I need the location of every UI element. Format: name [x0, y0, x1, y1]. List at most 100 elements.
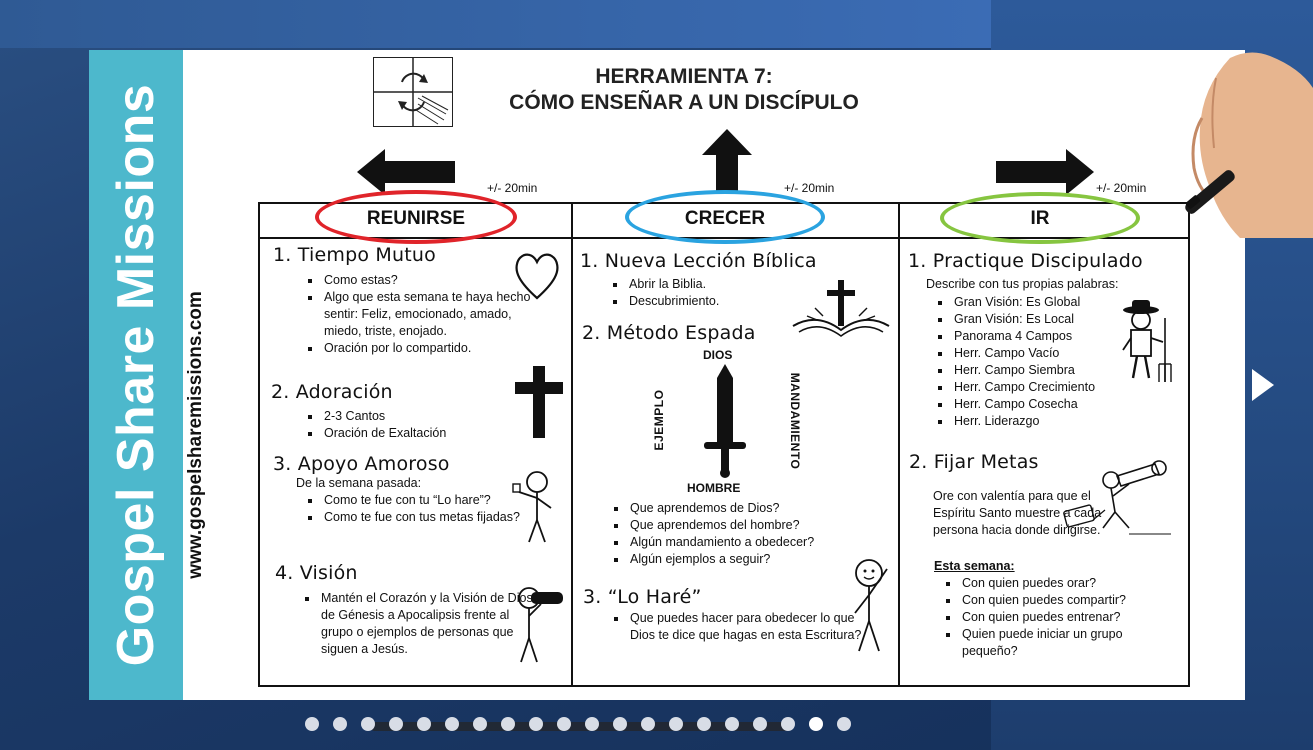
- brand-band: Gospel Share Missions: [89, 50, 183, 700]
- carousel-dot[interactable]: [585, 717, 599, 731]
- list-item: Oración de Exaltación: [322, 425, 522, 442]
- section-title: 2. Adoración: [271, 381, 393, 403]
- column-heading-reunirse: REUNIRSE: [366, 208, 466, 229]
- section-title: 3. “Lo Haré”: [583, 586, 702, 608]
- list-item: Como estas?: [322, 272, 540, 289]
- background-top: [0, 0, 991, 48]
- sword-label-bottom: HOMBRE: [687, 481, 741, 495]
- bullet-list: Mantén el Corazón y la Visión de Dios de…: [294, 590, 537, 658]
- arrow-left-icon: [357, 149, 455, 195]
- bullet-list: Gran Visión: Es Global Gran Visión: Es L…: [927, 294, 1152, 430]
- bullet-list: Como te fue con tu “Lo hare”? Como te fu…: [297, 492, 522, 526]
- list-item: Que puedes hacer para obedecer lo que Di…: [628, 610, 873, 644]
- oval-ir: [940, 192, 1140, 244]
- farmer-pitchfork-icon: [1122, 300, 1172, 382]
- stick-figure-thumbs-up-icon: [512, 471, 552, 543]
- slide-card: Gospel Share Missions www.gospelsharemis…: [89, 50, 1245, 700]
- section-title: 1. Nueva Lección Bíblica: [580, 250, 817, 272]
- section-intro: Describe con tus propias palabras:: [926, 277, 1119, 291]
- sword-icon: [704, 364, 746, 478]
- bullet-list: Con quien puedes orar? Con quien puedes …: [935, 575, 1180, 660]
- list-item: Con quien puedes entrenar?: [960, 609, 1180, 626]
- carousel-dot[interactable]: [305, 717, 319, 731]
- carousel-dot[interactable]: [529, 717, 543, 731]
- arrow-right-icon: [996, 149, 1094, 195]
- list-item: Gran Visión: Es Local: [952, 311, 1152, 328]
- carousel-dot[interactable]: [837, 717, 851, 731]
- carousel-dot[interactable]: [417, 717, 431, 731]
- cross-icon: [515, 366, 563, 438]
- list-item: Que aprendemos del hombre?: [628, 517, 888, 534]
- carousel-scrollbar[interactable]: [370, 722, 790, 731]
- list-item: Descubrimiento.: [627, 293, 827, 310]
- section-title: 3. Apoyo Amoroso: [273, 453, 450, 475]
- carousel-dot[interactable]: [501, 717, 515, 731]
- list-item: Herr. Liderazgo: [952, 413, 1152, 430]
- section-title: 1. Tiempo Mutuo: [273, 244, 436, 266]
- list-item: Algún ejemplos a seguir?: [628, 551, 888, 568]
- section-title: 1. Practique Discipulado: [908, 250, 1143, 272]
- list-item: Que aprendemos de Dios?: [628, 500, 888, 517]
- column-heading-crecer: CRECER: [684, 208, 766, 229]
- list-item: Herr. Campo Siembra: [952, 362, 1152, 379]
- carousel-dot[interactable]: [361, 717, 375, 731]
- list-item: Oración por lo compartido.: [322, 340, 540, 357]
- list-item: Mantén el Corazón y la Visión de Dios de…: [319, 590, 537, 658]
- list-item: 2-3 Cantos: [322, 408, 522, 425]
- carousel-dot[interactable]: [753, 717, 767, 731]
- carousel-dot[interactable]: [641, 717, 655, 731]
- carousel-dot[interactable]: [613, 717, 627, 731]
- sword-label-left: EJEMPLO: [652, 389, 666, 451]
- list-item: Abrir la Biblia.: [627, 276, 827, 293]
- list-item: Algo que esta semana te haya hecho senti…: [322, 289, 540, 340]
- bullet-list: 2-3 Cantos Oración de Exaltación: [297, 408, 522, 442]
- stick-figure-waving-icon: [854, 559, 888, 652]
- list-item: Algún mandamiento a obedecer?: [628, 534, 888, 551]
- column-divider: [571, 202, 573, 687]
- list-item: Como te fue con tus metas fijadas?: [322, 509, 522, 526]
- column-divider: [898, 202, 900, 687]
- list-item: Panorama 4 Campos: [952, 328, 1152, 345]
- list-item: Con quien puedes compartir?: [960, 592, 1180, 609]
- arrow-up-icon: [702, 129, 752, 191]
- page-title: HERRAMIENTA 7: CÓMO ENSEÑAR A UN DISCÍPU…: [509, 65, 859, 114]
- carousel-dot[interactable]: [445, 717, 459, 731]
- carousel-dot[interactable]: [781, 717, 795, 731]
- carousel-dot[interactable]: [697, 717, 711, 731]
- section-text: Ore con valentía para que el Espíritu Sa…: [933, 489, 1102, 537]
- section-title: 4. Visión: [275, 562, 358, 584]
- carousel-dot[interactable]: [669, 717, 683, 731]
- sword-label-top: DIOS: [703, 348, 733, 362]
- duration-ir: +/- 20min: [1096, 181, 1147, 195]
- duration-crecer: +/- 20min: [784, 181, 835, 195]
- oval-crecer: [625, 190, 825, 244]
- bible-cross-icon: [792, 280, 890, 337]
- carousel-dot[interactable]: [333, 717, 347, 731]
- carousel-dot[interactable]: [809, 717, 823, 731]
- oval-reunirse: [315, 190, 517, 244]
- list-item: Herr. Campo Cosecha: [952, 396, 1152, 413]
- section-title: 2. Fijar Metas: [909, 451, 1039, 473]
- stick-figure-telescope-icon: [1063, 460, 1171, 535]
- sword-label-right: MANDAMIENTO: [788, 372, 802, 470]
- duration-reunirse: +/- 20min: [487, 181, 538, 195]
- list-item: Herr. Campo Crecimiento: [952, 379, 1152, 396]
- carousel-dot[interactable]: [389, 717, 403, 731]
- list-item: Herr. Campo Vacío: [952, 345, 1152, 362]
- next-slide-arrow-icon[interactable]: [1250, 369, 1274, 401]
- bullet-list: Como estas? Algo que esta semana te haya…: [297, 272, 540, 357]
- list-item: Con quien puedes orar?: [960, 575, 1180, 592]
- column-heading-ir: IR: [1030, 208, 1050, 229]
- tool-logo-icon: [373, 57, 453, 127]
- heart-icon: [515, 253, 559, 300]
- carousel-dot[interactable]: [557, 717, 571, 731]
- carousel-dot[interactable]: [473, 717, 487, 731]
- section-title: 2. Método Espada: [582, 322, 756, 344]
- website-url: www.gospelsharemissions.com: [185, 291, 206, 579]
- brand-vertical-text: Gospel Share Missions: [107, 83, 165, 667]
- week-label: Esta semana:: [934, 559, 1015, 573]
- section-intro: De la semana pasada:: [296, 476, 422, 490]
- bullet-list: Abrir la Biblia. Descubrimiento.: [602, 276, 827, 310]
- carousel-dot[interactable]: [725, 717, 739, 731]
- bullet-list: Que puedes hacer para obedecer lo que Di…: [603, 610, 873, 644]
